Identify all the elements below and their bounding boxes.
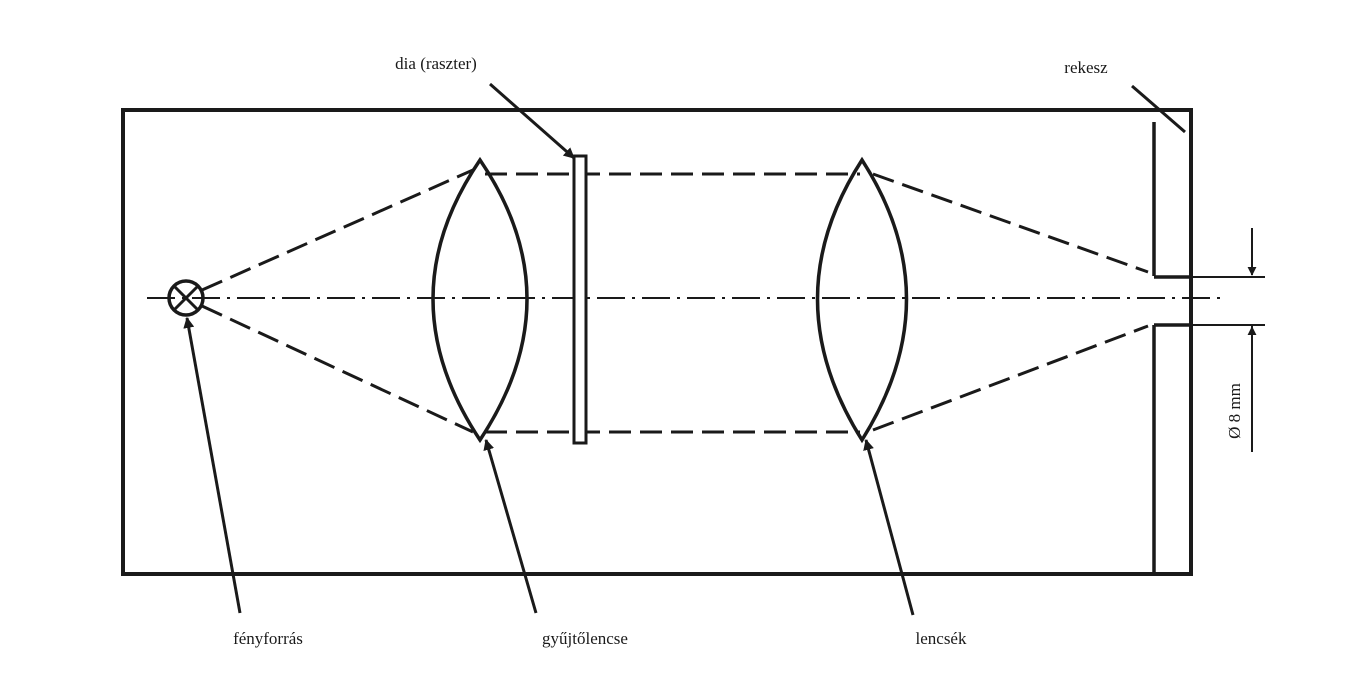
housing-frame	[121, 108, 1193, 576]
condenser-label: gyűjtőlencse	[542, 629, 628, 648]
aperture-label: rekesz	[1064, 58, 1108, 77]
lenses-label: lencsék	[916, 629, 967, 648]
aperture-leader	[1131, 84, 1186, 134]
leader-arrows	[183, 82, 1186, 616]
ray-source-lower	[201, 304, 474, 434]
light-rays	[201, 168, 1149, 434]
slide-leader	[489, 82, 575, 160]
ray-source-upper	[201, 168, 474, 292]
slide-plate	[572, 154, 588, 445]
condenser-lens	[431, 156, 529, 444]
aperture-diameter-label: Ø 8 mm	[1225, 383, 1244, 439]
ray-converge-upper	[872, 172, 1149, 274]
projection-lens	[815, 156, 909, 444]
slide-label: dia (raszter)	[395, 54, 477, 73]
aperture-dimension	[1191, 228, 1265, 452]
aperture-stop	[1152, 122, 1191, 572]
light-source-label: fényforrás	[233, 629, 303, 648]
ray-converge-lower	[872, 324, 1149, 432]
light-source-symbol	[167, 279, 205, 317]
light-source-leader	[183, 316, 242, 614]
condenser-leader	[483, 438, 538, 614]
lenses-leader	[863, 438, 915, 616]
